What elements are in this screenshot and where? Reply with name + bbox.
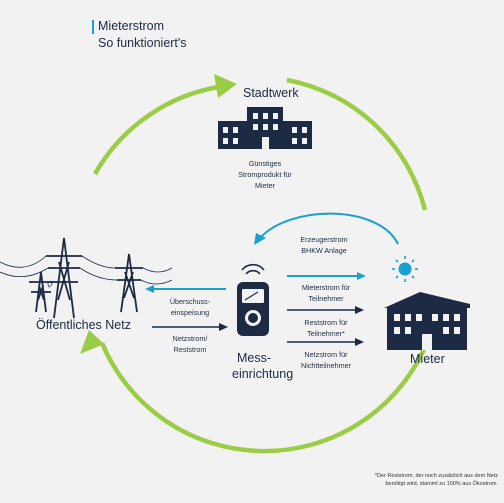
erzeugerstrom-line-1: Erzeugerstrom [300, 235, 348, 244]
mieterstrom-arrow [287, 272, 366, 280]
netzstrom-line-1: Netzstrom/ [172, 334, 208, 343]
messeinrichtung-label: Mess- einrichtung [232, 350, 294, 382]
reststrom-tn-line-2: Teilnehmer* [307, 329, 345, 338]
stadtwerk-building-icon [218, 107, 312, 149]
stadtwerk-label: Stadtwerk [243, 86, 299, 100]
stadtwerk-desc-line-2: Stromprodukt für [238, 170, 292, 179]
stadtwerk-desc-line-3: Mieter [255, 181, 275, 190]
stadtwerk-description: Günstiges Stromprodukt für Mieter [225, 158, 305, 191]
title-accent-bar [92, 20, 94, 34]
power-pylons-icon [0, 237, 173, 319]
netzstrom-line-2: Reststrom [173, 345, 207, 354]
netz-label: Öffentliches Netz [36, 318, 131, 332]
reststrom-tn-line-1: Reststrom für [304, 318, 348, 327]
erzeugerstrom-arrow [254, 212, 399, 245]
ueberschuss-line-2: einspeisung [170, 308, 210, 317]
erzeugerstrom-line-2: BHKW Anlage [301, 246, 347, 255]
mieterstrom-tn-line-2: Teilnehmer [308, 294, 344, 303]
messeinrichtung-line-2: einrichtung [232, 367, 294, 381]
mieter-label: Mieter [410, 352, 445, 366]
mieter-house-icon [384, 292, 470, 350]
netzstrom-arrow [152, 323, 228, 331]
erzeugerstrom-label: Erzeugerstrom BHKW Anlage [292, 234, 356, 256]
sun-icon [392, 256, 418, 282]
footnote: *Der Reststrom, der noch zusätzlich aus … [340, 472, 498, 488]
footnote-line-2: benötigt wird, stammt zu 100% aus Ökostr… [385, 481, 499, 487]
title-line-2: So funktioniert's [98, 36, 187, 50]
netzstrom-ntn-line-2: Nichtteilnehmer [301, 361, 351, 370]
title-line-1: Mieterstrom [98, 19, 164, 33]
footnote-line-1: *Der Reststrom, der noch zusätzlich aus … [374, 473, 498, 479]
reststrom-tn-label: Reststrom für Teilnehmer* [293, 317, 359, 339]
ueberschuss-label: Überschuss- einspeisung [160, 296, 220, 318]
cycle-arrowheads [80, 74, 237, 354]
netzstrom-ntn-line-1: Netzstrom für [304, 350, 348, 359]
stadtwerk-desc-line-1: Günstiges [248, 159, 282, 168]
cycle-ring [93, 77, 428, 454]
reststrom-arrow [287, 306, 364, 314]
ueberschuss-line-1: Überschuss- [169, 297, 211, 306]
netzstrom-ntn-arrow [287, 338, 364, 346]
netzstrom-label: Netzstrom/ Reststrom [160, 333, 220, 355]
messeinrichtung-line-1: Mess- [236, 351, 272, 365]
netzstrom-ntn-label: Netzstrom für Nichtteilnehmer [290, 349, 362, 371]
measuring-device-icon [237, 263, 269, 336]
mieterstrom-tn-line-1: Mieterstrom für [301, 283, 351, 292]
mieterstrom-tn-label: Mieterstrom für Teilnehmer [293, 282, 359, 304]
ueberschuss-arrow [145, 285, 226, 293]
